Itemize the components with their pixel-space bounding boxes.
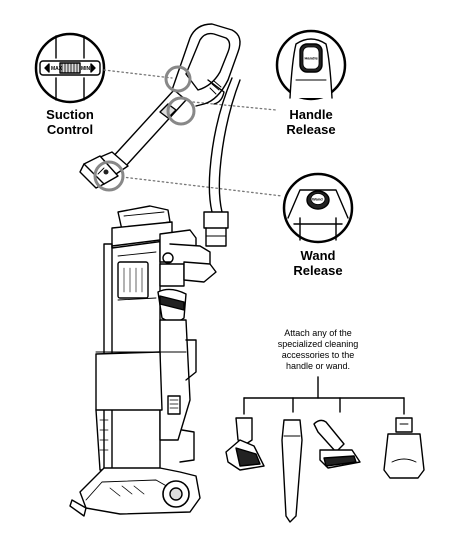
accessories-note-line2: specialized cleaning xyxy=(277,339,359,349)
wand-release-label-line1: Wand xyxy=(300,248,336,263)
suction-control-detail: MAX MIN xyxy=(34,32,106,104)
wand-release-label: Wand Release xyxy=(282,248,354,278)
handle-button-text: Handle xyxy=(305,56,319,61)
accessories-note-line4: handle or wand. xyxy=(285,361,351,371)
wand-release-label-line2: Release xyxy=(293,263,343,278)
accessories-note-line1: Attach any of the xyxy=(284,328,352,338)
hose xyxy=(203,77,241,247)
wand-highlight-ring xyxy=(93,160,125,192)
suction-highlight-ring xyxy=(164,65,192,93)
leader-lines xyxy=(103,69,283,197)
suction-control-label-line2: Control xyxy=(46,122,94,137)
handle-highlight-ring xyxy=(166,96,196,126)
wand-release-detail: Wand xyxy=(282,172,354,244)
handle-release-label-line1: Handle xyxy=(289,107,333,122)
accessory-upholstery-tool xyxy=(313,419,361,469)
handle-release-label: Handle Release xyxy=(275,107,347,137)
handle-release-detail: Handle xyxy=(275,29,347,101)
handle-release-label-line2: Release xyxy=(286,122,336,137)
accessory-crevice-tool xyxy=(281,419,303,523)
suction-control-label: Suction Control xyxy=(34,107,106,137)
wand-button-text: Wand xyxy=(312,197,323,202)
min-label: MIN xyxy=(81,66,91,72)
accessory-angled-tool xyxy=(225,417,265,471)
accessory-brush-tool xyxy=(383,417,425,479)
accessories-note-line3: accessories to the xyxy=(281,350,355,360)
max-label: MAX xyxy=(51,66,63,72)
vacuum-body xyxy=(69,205,217,517)
accessories-note: Attach any of the specialized cleaning a… xyxy=(258,328,378,372)
accessories-bracket xyxy=(243,376,405,415)
vacuum-handle xyxy=(171,23,241,107)
suction-control-label-line1: Suction xyxy=(46,107,94,122)
